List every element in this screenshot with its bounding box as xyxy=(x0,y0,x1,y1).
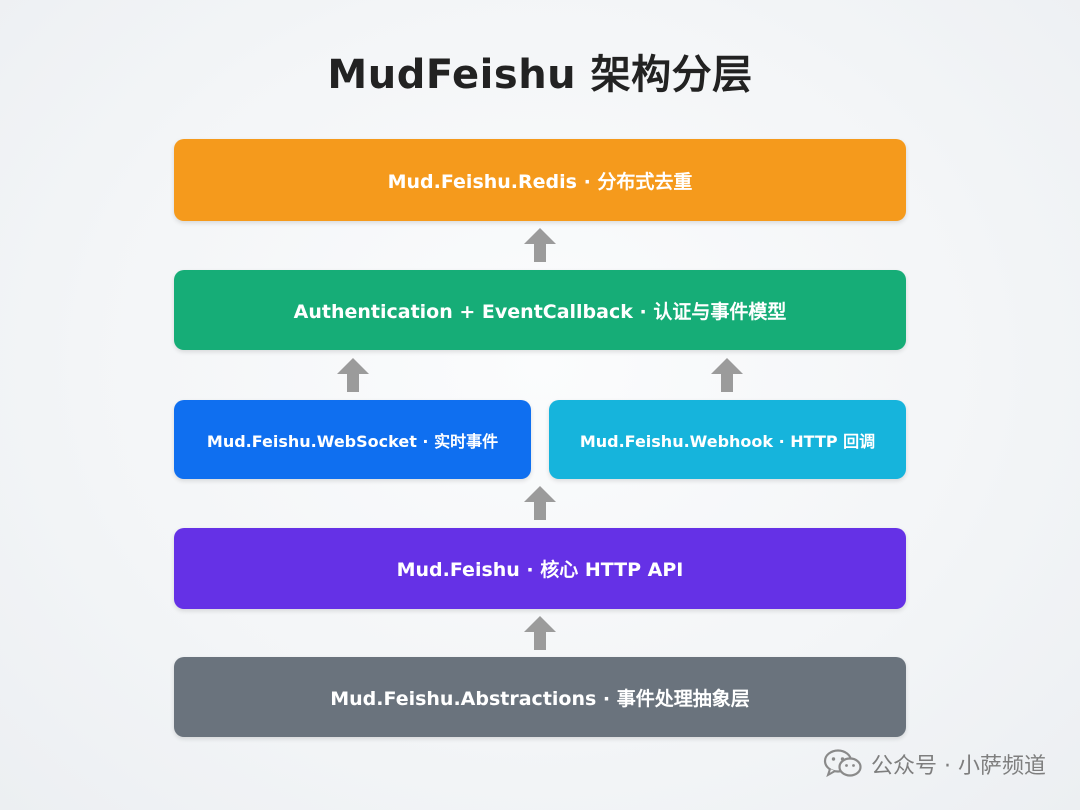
diagram-title: MudFeishu 架构分层 xyxy=(327,52,753,98)
watermark-text: 公众号 · 小萨频道 xyxy=(871,754,1046,779)
layer-webhook-label: Mud.Feishu.Webhook · HTTP 回调 xyxy=(579,431,876,451)
arrow-up-icon xyxy=(524,486,556,520)
layer-websocket-label: Mud.Feishu.WebSocket · 实时事件 xyxy=(206,431,499,451)
layer-auth-label: Authentication + EventCallback · 认证与事件模型 xyxy=(293,300,787,323)
layer-abstractions: Mud.Feishu.Abstractions · 事件处理抽象层 xyxy=(174,657,906,737)
layer-core-http-api: Mud.Feishu · 核心 HTTP API xyxy=(174,528,906,609)
layer-auth-eventcallback: Authentication + EventCallback · 认证与事件模型 xyxy=(174,270,906,350)
wechat-icon xyxy=(823,749,862,778)
arrow-up-icon xyxy=(524,228,556,262)
layer-redis-label: Mud.Feishu.Redis · 分布式去重 xyxy=(387,170,693,193)
layer-abstractions-label: Mud.Feishu.Abstractions · 事件处理抽象层 xyxy=(330,687,750,710)
arrow-up-icon xyxy=(524,616,556,650)
layer-redis: Mud.Feishu.Redis · 分布式去重 xyxy=(174,139,906,221)
watermark: 公众号 · 小萨频道 xyxy=(823,748,1046,780)
layer-core-label: Mud.Feishu · 核心 HTTP API xyxy=(396,559,684,581)
arrow-up-icon xyxy=(337,358,369,392)
layer-websocket: Mud.Feishu.WebSocket · 实时事件 xyxy=(174,400,531,479)
arrow-up-icon xyxy=(711,358,743,392)
layer-webhook: Mud.Feishu.Webhook · HTTP 回调 xyxy=(549,400,906,479)
